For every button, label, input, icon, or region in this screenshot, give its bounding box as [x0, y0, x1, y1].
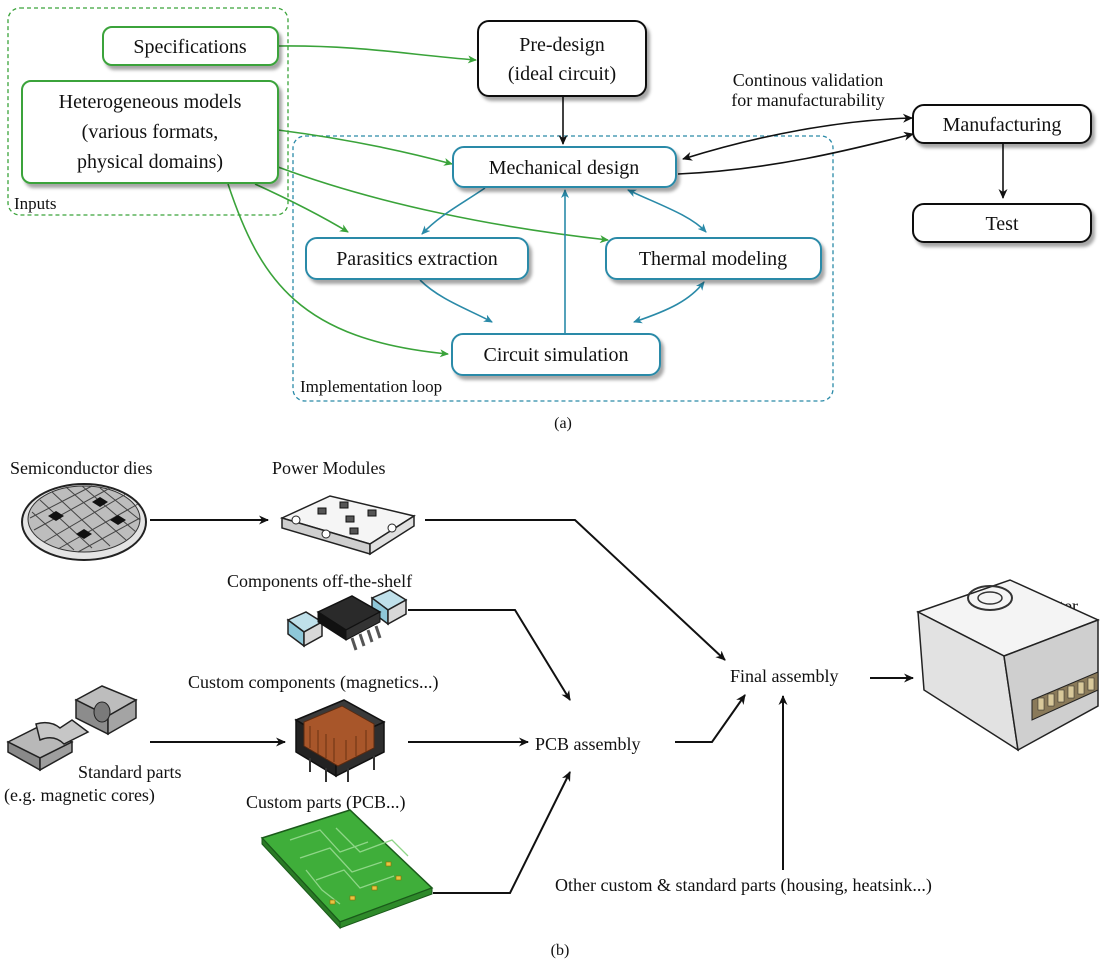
arrow-mechanical-to-manufacturing: [677, 131, 914, 175]
hetero-label-line3: physical domains): [77, 151, 223, 173]
validation-label-line1: Continous validation: [733, 70, 884, 90]
arrow-parasitics-to-circuit: [419, 279, 493, 323]
inputs-group-label: Inputs: [14, 194, 57, 213]
custom-component-image: [294, 699, 386, 782]
predesign-label-line1: Pre-design: [519, 34, 605, 56]
implementation-loop-label: Implementation loop: [300, 377, 442, 396]
implementation-loop-border: [292, 135, 834, 402]
arrow-validation-bidir: [682, 113, 913, 161]
hetero-label-line2: (various formats,: [82, 121, 219, 143]
arrow-mechanical-to-parasitics: [421, 187, 486, 235]
custom-parts-label: Custom parts (PCB...): [246, 792, 406, 813]
mechanical-design-label: Mechanical design: [489, 157, 640, 179]
custom-components-label: Custom components (magnetics...): [188, 672, 438, 693]
standard-parts-label-line1: Standard parts: [78, 762, 181, 782]
manufacturing-label: Manufacturing: [943, 114, 1062, 136]
thermal-modeling-label: Thermal modeling: [639, 248, 787, 270]
circuit-simulation-box: Circuit simulation: [451, 333, 661, 376]
inputs-group-border: [7, 7, 289, 216]
wafer-image: [21, 483, 147, 561]
caption-b: (b): [551, 942, 570, 959]
power-modules-label: Power Modules: [272, 458, 386, 478]
test-label: Test: [985, 213, 1018, 235]
parasitics-extraction-box: Parasitics extraction: [305, 237, 529, 280]
arrow-thermal-circuit-bidir: [633, 281, 705, 324]
other-parts-label: Other custom & standard parts (housing, …: [555, 875, 932, 896]
hetero-label-line1: Heterogeneous models: [59, 91, 242, 113]
thermal-modeling-box: Thermal modeling: [605, 237, 822, 280]
diagram-a: Inputs Implementation loop Specification…: [7, 7, 1092, 432]
arrow-hetero-to-parasitics: [254, 183, 349, 233]
arrow-mechanical-thermal-bidir: [627, 189, 707, 233]
arrow-hetero-to-mechanical: [277, 129, 453, 166]
mechanical-design-box: Mechanical design: [452, 146, 677, 188]
components-ots-label: Components off-the-shelf: [227, 571, 412, 591]
specifications-box: Specifications: [102, 26, 279, 66]
arrow-modules-to-final: [425, 519, 726, 661]
pcb-board-image: [260, 809, 434, 930]
specifications-label: Specifications: [133, 36, 247, 58]
heterogeneous-models-box: Heterogeneous models (various formats, p…: [21, 80, 279, 184]
test-box: Test: [912, 203, 1092, 243]
caption-a: (a): [554, 415, 572, 432]
diagram-b: Semiconductor dies Power Modules Compone…: [4, 458, 1100, 959]
standard-parts-label-line2: (e.g. magnetic cores): [4, 785, 155, 806]
circuit-simulation-label: Circuit simulation: [484, 344, 629, 366]
converter-image: [916, 579, 1100, 752]
parasitics-extraction-label: Parasitics extraction: [336, 248, 498, 270]
components-ots-image: [286, 589, 408, 651]
pcb-assembly-label: PCB assembly: [535, 734, 641, 754]
validation-label-line2: for manufacturability: [731, 90, 884, 110]
semiconductor-dies-label: Semiconductor dies: [10, 458, 152, 478]
predesign-label-line2: (ideal circuit): [508, 63, 616, 85]
arrow-ots-to-pcb: [408, 609, 571, 701]
arrow-pcb-to-final: [675, 694, 746, 743]
final-assembly-label: Final assembly: [730, 666, 839, 686]
arrow-hetero-to-circuit: [227, 183, 449, 358]
predesign-box: Pre-design (ideal circuit): [477, 20, 647, 97]
manufacturing-box: Manufacturing: [912, 104, 1092, 144]
arrow-spec-to-predesign: [277, 45, 477, 64]
arrow-pcbboard-to-pcb: [433, 771, 571, 894]
magnetic-cores-image: [6, 685, 138, 772]
power-module-image: [279, 495, 416, 556]
